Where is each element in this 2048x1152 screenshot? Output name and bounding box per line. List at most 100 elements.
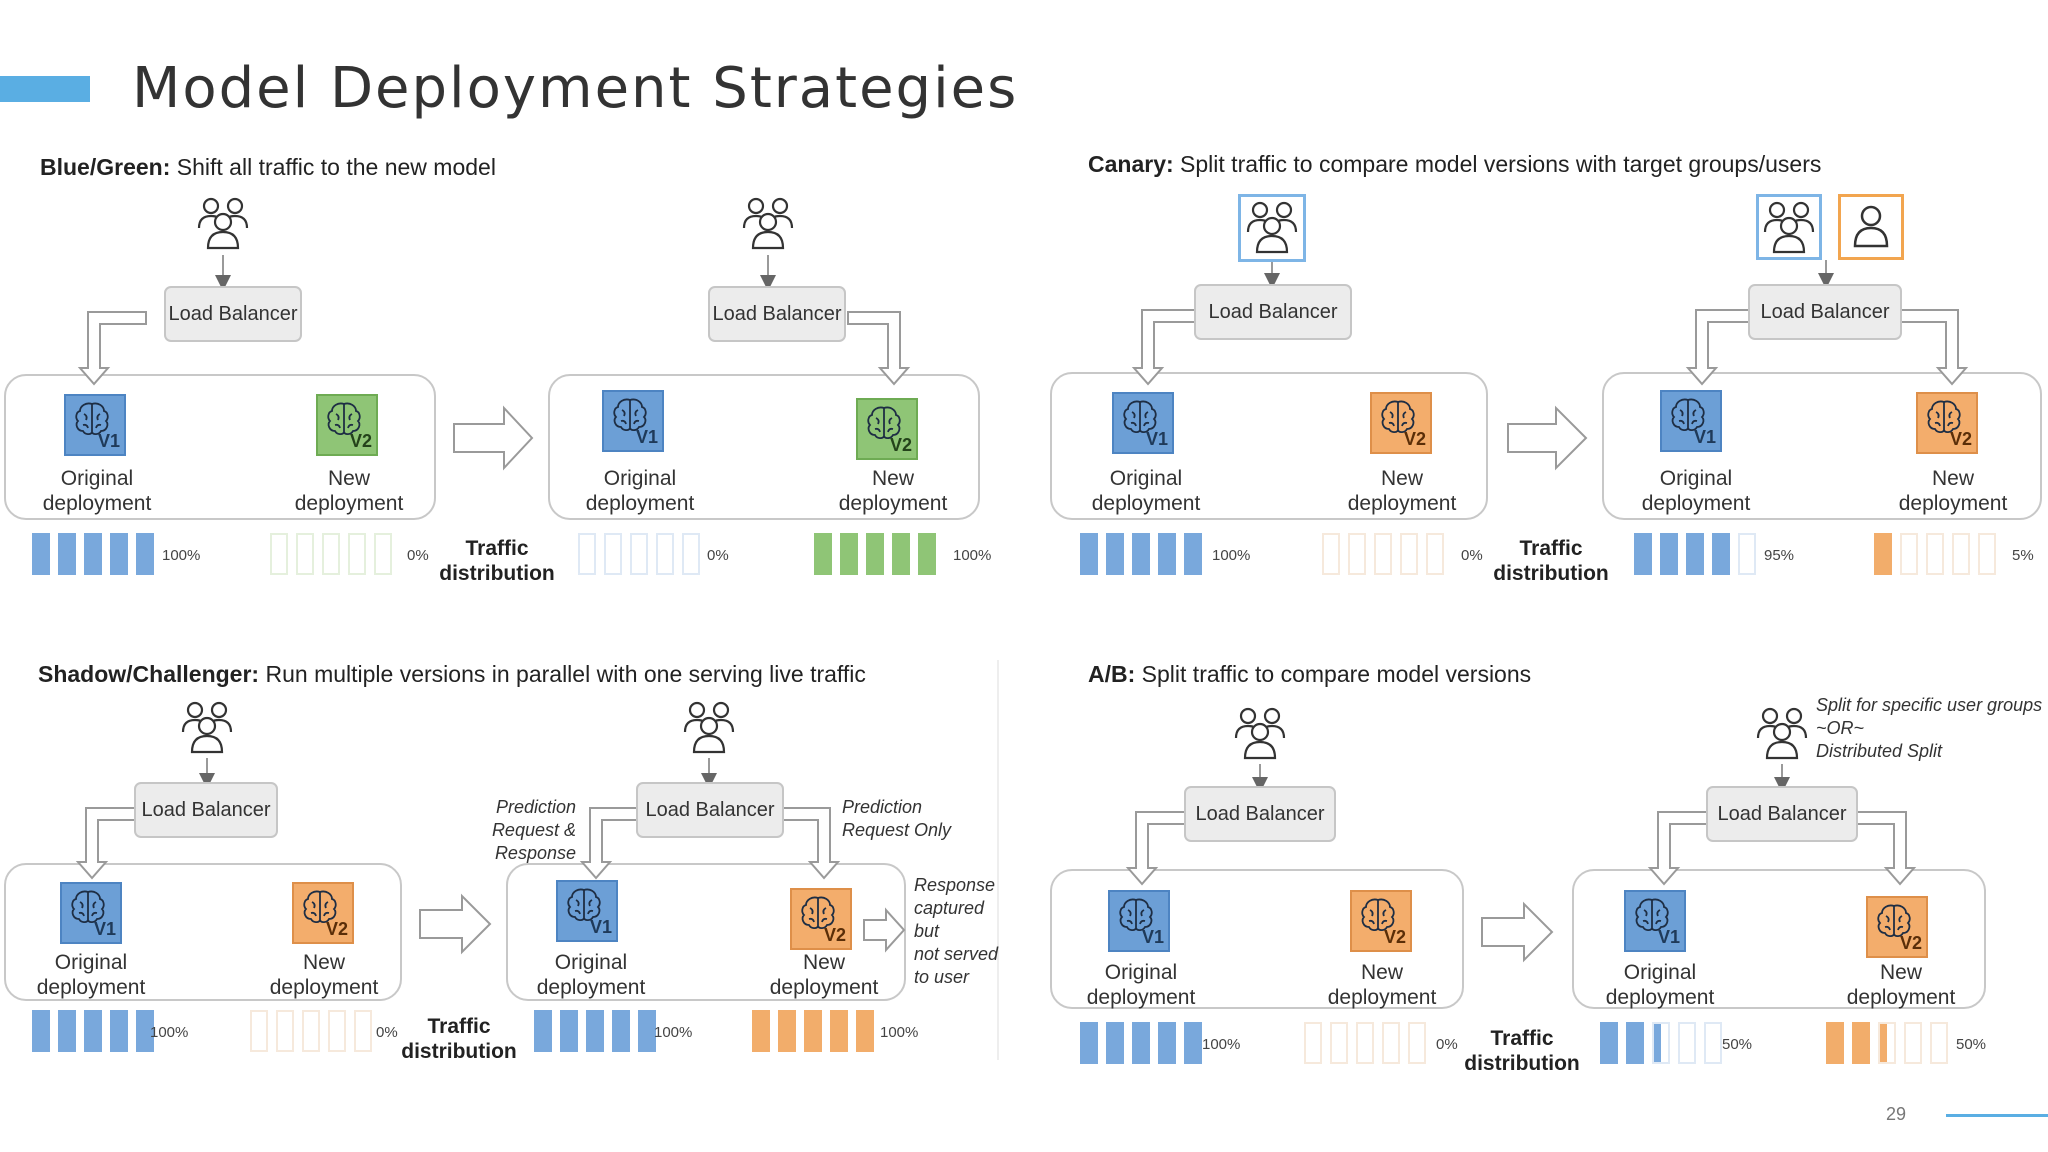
- blue-green-before-users-icon: [197, 197, 249, 250]
- ab-after-users-icon: [1756, 707, 1808, 760]
- ab-after-load-balancer: Load Balancer: [1706, 786, 1858, 842]
- canary-after-v1-traffic-bars: [1634, 533, 1756, 575]
- traffic-bar-segment: [32, 533, 50, 575]
- canary-after-v2-traffic-bars: [1874, 533, 1996, 575]
- blue-green-after-v1-traffic-bars: [578, 533, 700, 575]
- canary-before-v2-traffic-bars: [1322, 533, 1444, 575]
- traffic-bar-segment: [1080, 1022, 1098, 1064]
- canary-v1-user-group-frame: [1756, 194, 1822, 260]
- blue-green-before-v2-model-icon: V2: [316, 394, 378, 456]
- traffic-bar-segment: [296, 533, 314, 575]
- canary-after-v1-users-icon: [1763, 201, 1815, 254]
- traffic-bar-segment: [1382, 1022, 1400, 1064]
- traffic-bar-segment: [1930, 1022, 1948, 1064]
- ab-before-v2-traffic-percent: 0%: [1436, 1036, 1458, 1053]
- version-tag: V2: [1403, 429, 1426, 449]
- version-tag: V1: [635, 427, 658, 447]
- traffic-bar-segment: [918, 533, 936, 575]
- version-tag: V1: [1657, 927, 1680, 947]
- blue-green-after-load-balancer: Load Balancer: [708, 286, 846, 342]
- traffic-bar-segment: [1158, 533, 1176, 575]
- shadow-before-v2-traffic-percent: 0%: [376, 1024, 398, 1041]
- canary-before-users-icon: [1246, 201, 1298, 254]
- ab-after-v2-traffic-percent: 50%: [1956, 1036, 1987, 1053]
- traffic-bar-segment: [250, 1010, 268, 1052]
- shadow-after-v1-traffic-percent: 100%: [654, 1024, 693, 1041]
- shadow-before-v1-model-icon: V1: [60, 882, 122, 944]
- traffic-bar-segment: [778, 1010, 796, 1052]
- shadow-after-users-icon: [683, 701, 735, 754]
- ab-before-load-balancer: Load Balancer: [1184, 786, 1336, 842]
- traffic-bar-segment: [110, 1010, 128, 1052]
- traffic-bar-segment: [1686, 533, 1704, 575]
- shadow-after-load-balancer: Load Balancer: [636, 782, 784, 838]
- traffic-bar-segment: [270, 533, 288, 575]
- traffic-bar-segment: [1600, 1022, 1618, 1064]
- traffic-bar-segment: [136, 1010, 154, 1052]
- version-tag: V1: [1145, 429, 1168, 449]
- traffic-bar-segment: [1978, 533, 1996, 575]
- page-number: 29: [1886, 1104, 1907, 1124]
- canary-after-v2-model-icon: V2: [1916, 392, 1978, 454]
- shadow-before-users-icon: [181, 701, 233, 754]
- traffic-bar-segment: [1652, 1022, 1670, 1064]
- version-tag: V2: [823, 925, 846, 945]
- ab-before-v1-traffic-bars: [1080, 1022, 1202, 1064]
- version-tag: V2: [1383, 927, 1406, 947]
- shadow-before-v2-traffic-bars: [250, 1010, 372, 1052]
- traffic-bar-segment: [354, 1010, 372, 1052]
- blue-green-heading: Blue/Green: Shift all traffic to the new…: [40, 154, 496, 180]
- shadow-after-v2-traffic-bars: [752, 1010, 874, 1052]
- traffic-bar-segment: [1852, 1022, 1870, 1064]
- canary-before-load-balancer: Load Balancer: [1194, 284, 1352, 340]
- blue-green-before-v2-traffic-percent: 0%: [407, 547, 429, 564]
- canary-v2-user-group-frame: [1838, 194, 1904, 260]
- traffic-bar-segment: [1330, 1022, 1348, 1064]
- traffic-bar-segment: [1900, 533, 1918, 575]
- traffic-bar-segment: [1738, 533, 1756, 575]
- traffic-bar-segment: [1660, 533, 1678, 575]
- traffic-bar-segment: [1184, 533, 1202, 575]
- canary-after-v1-model-icon: V1: [1660, 390, 1722, 452]
- canary-heading: Canary: Split traffic to compare model v…: [1088, 151, 1822, 177]
- ab-after-v2-model-icon: V2: [1866, 896, 1928, 958]
- blue-green-before-v2-traffic-bars: [270, 533, 392, 575]
- ab-before-v1-model-icon: V1: [1108, 890, 1170, 952]
- traffic-bar-segment: [1878, 1022, 1896, 1064]
- blue-green-after-v2-model-icon: V2: [856, 398, 918, 460]
- ab-after-v2-traffic-bars: [1826, 1022, 1948, 1064]
- shadow-before-v1-traffic-bars: [32, 1010, 154, 1052]
- traffic-bar-segment: [322, 533, 340, 575]
- traffic-bar-segment: [1080, 533, 1098, 575]
- traffic-bar-segment: [892, 533, 910, 575]
- blue-green-before-load-balancer: Load Balancer: [164, 286, 302, 342]
- ab-before-v2-traffic-bars: [1304, 1022, 1426, 1064]
- blue-green-after-v2-traffic-percent: 100%: [953, 547, 992, 564]
- traffic-bar-segment: [560, 1010, 578, 1052]
- traffic-bar-segment: [752, 1010, 770, 1052]
- traffic-bar-segment: [682, 533, 700, 575]
- blue-green-after-users-icon: [742, 197, 794, 250]
- traffic-bar-segment: [534, 1010, 552, 1052]
- traffic-bar-segment: [1132, 1022, 1150, 1064]
- traffic-bar-segment: [586, 1010, 604, 1052]
- traffic-bar-segment: [1826, 1022, 1844, 1064]
- traffic-bar-segment: [84, 1010, 102, 1052]
- traffic-bar-segment: [840, 533, 858, 575]
- traffic-bar-segment: [578, 533, 596, 575]
- shadow-heading: Shadow/Challenger: Run multiple versions…: [38, 661, 866, 687]
- traffic-bar-segment: [276, 1010, 294, 1052]
